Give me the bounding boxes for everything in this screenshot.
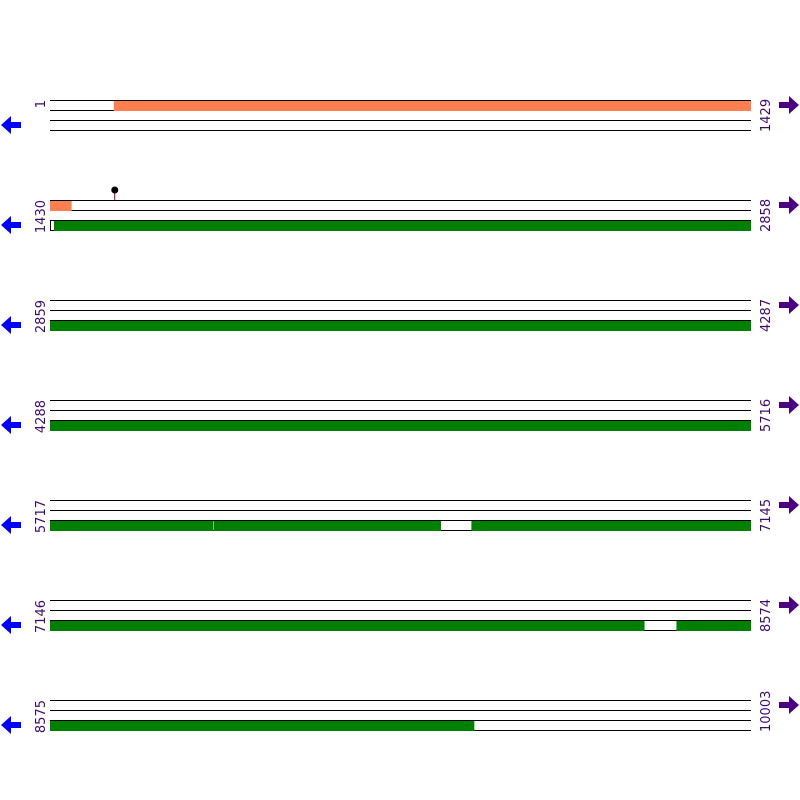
row-end-coordinate: 5716	[759, 399, 774, 432]
green-feature-bar[interactable]	[471, 521, 751, 531]
row-start-coordinate: 1	[34, 100, 49, 108]
green-feature-bar[interactable]	[50, 321, 751, 331]
row-start-coordinate: 5717	[34, 500, 49, 533]
scroll-left-arrow-icon[interactable]	[1, 416, 21, 434]
scroll-right-arrow-icon[interactable]	[779, 596, 799, 614]
row-start-coordinate: 2859	[34, 300, 49, 333]
scroll-left-arrow-icon[interactable]	[1, 116, 21, 134]
row-end-coordinate: 4287	[759, 299, 774, 332]
row-end-coordinate: 8574	[759, 599, 774, 632]
row-start-coordinate: 4288	[34, 400, 49, 433]
scroll-left-arrow-icon[interactable]	[1, 516, 21, 534]
green-feature-bar[interactable]	[53, 221, 751, 231]
scroll-right-arrow-icon[interactable]	[779, 696, 799, 714]
scroll-left-arrow-icon[interactable]	[1, 216, 21, 234]
green-feature-bar[interactable]	[676, 621, 751, 631]
row-start-coordinate: 8575	[34, 700, 49, 733]
salmon-feature-bar[interactable]	[113, 101, 752, 111]
green-feature-bar[interactable]	[50, 421, 751, 431]
scroll-left-arrow-icon[interactable]	[1, 316, 21, 334]
row-end-coordinate: 2858	[759, 199, 774, 232]
row-end-coordinate: 1429	[759, 99, 774, 132]
green-feature-bar[interactable]	[50, 521, 214, 531]
scroll-right-arrow-icon[interactable]	[779, 196, 799, 214]
row-start-coordinate: 7146	[34, 600, 49, 633]
green-feature-bar[interactable]	[50, 721, 475, 731]
row-start-coordinate: 1430	[34, 200, 49, 233]
green-feature-bar[interactable]	[213, 521, 441, 531]
green-feature-bar[interactable]	[50, 621, 645, 631]
scroll-right-arrow-icon[interactable]	[779, 96, 799, 114]
row-end-coordinate: 7145	[759, 499, 774, 532]
site-marker-icon[interactable]	[111, 186, 119, 194]
scroll-left-arrow-icon[interactable]	[1, 616, 21, 634]
salmon-feature-bar[interactable]	[50, 201, 72, 211]
scroll-left-arrow-icon[interactable]	[1, 716, 21, 734]
scroll-right-arrow-icon[interactable]	[779, 496, 799, 514]
scroll-right-arrow-icon[interactable]	[779, 296, 799, 314]
row-end-coordinate: 10003	[759, 691, 774, 732]
scroll-right-arrow-icon[interactable]	[779, 396, 799, 414]
